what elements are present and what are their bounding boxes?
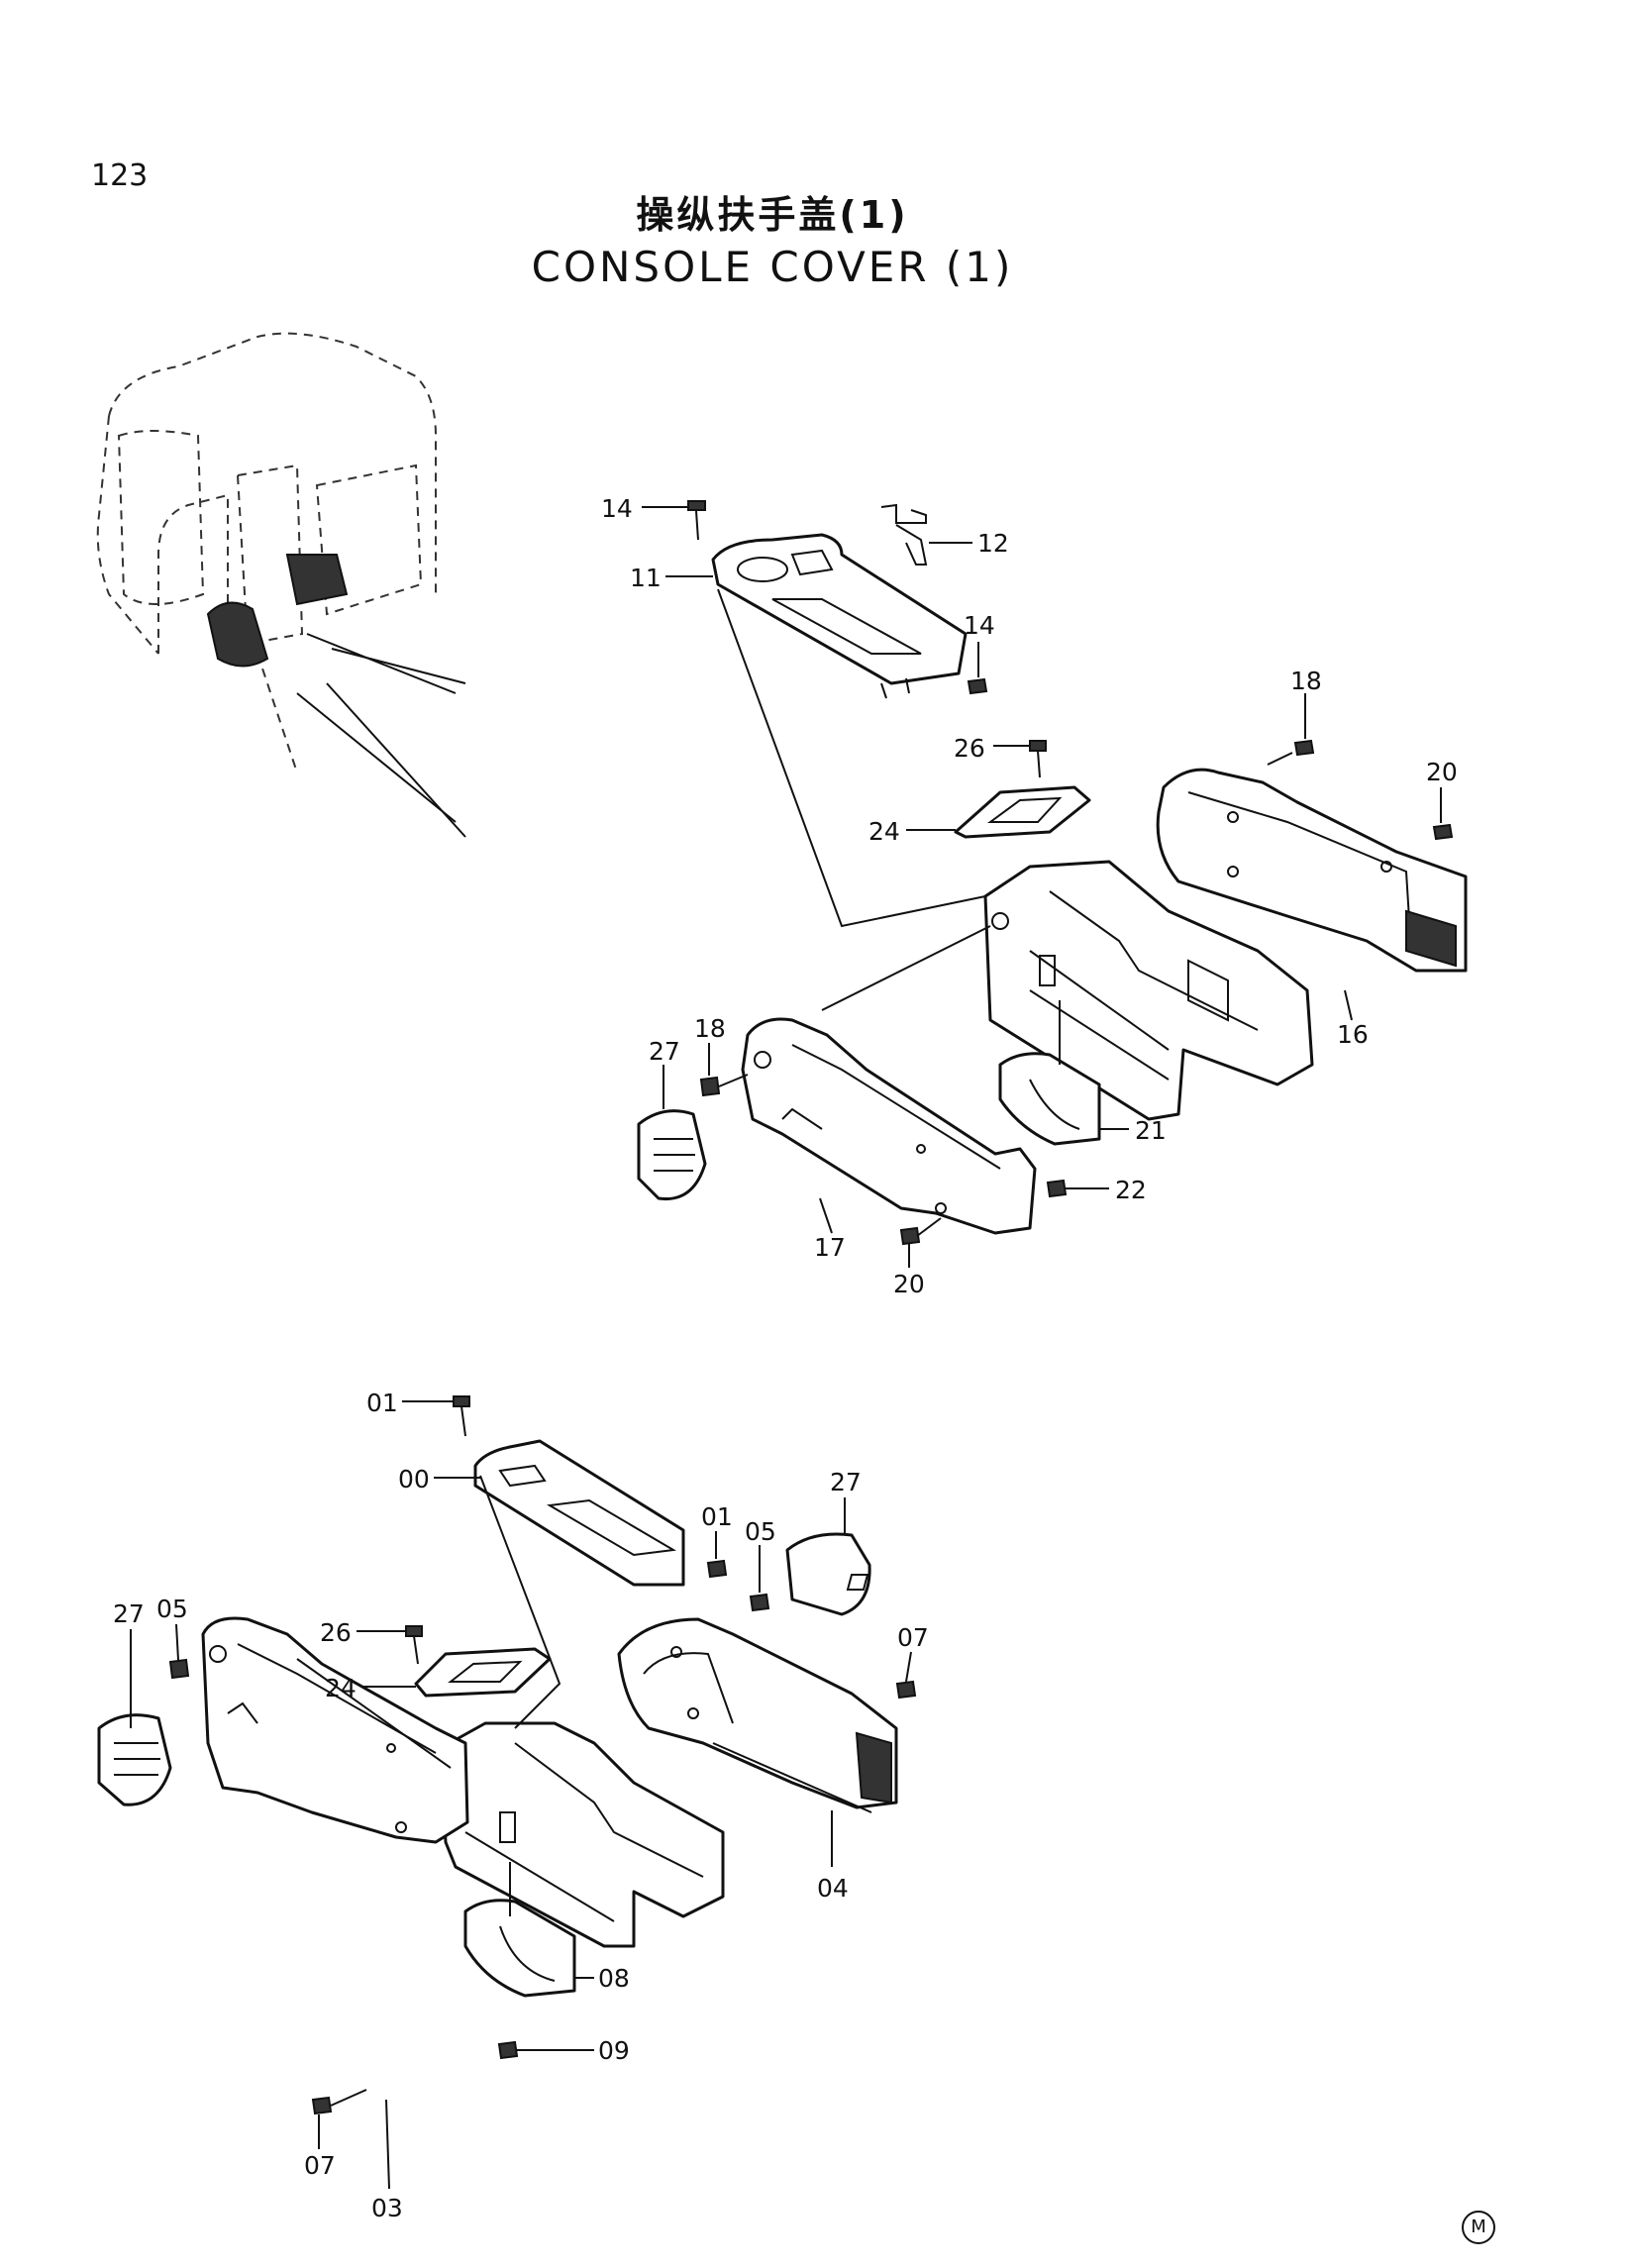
cab-overview-sketch (96, 332, 466, 838)
top-assembly (637, 500, 1468, 1246)
callout-labels: 14 12 11 14 18 20 26 24 16 18 27 21 22 1… (113, 494, 1458, 2222)
callout-27-top: 27 (649, 1037, 680, 1066)
callout-07-right: 07 (897, 1623, 929, 1652)
callout-24-top: 24 (868, 817, 900, 846)
callout-18-left: 18 (694, 1014, 726, 1043)
callout-leaders (130, 506, 1442, 2190)
callout-21: 21 (1135, 1116, 1167, 1145)
callout-00: 00 (398, 1465, 430, 1494)
callout-27-left: 27 (113, 1599, 145, 1628)
callout-07-left: 07 (304, 2151, 336, 2180)
title-chinese: 操纵扶手盖(1) (636, 193, 909, 237)
title-english: CONSOLE COVER (1) (531, 243, 1014, 291)
m-mark: M (1462, 2211, 1495, 2244)
callout-05-left: 05 (156, 1595, 188, 1623)
bottom-assembly (97, 1395, 917, 2115)
callout-26-top: 26 (954, 734, 985, 763)
callout-01-top: 01 (366, 1389, 398, 1417)
callout-14-right: 14 (964, 611, 995, 640)
callout-01-right: 01 (701, 1502, 733, 1531)
callout-18-right: 18 (1290, 667, 1322, 695)
callout-26-bottom: 26 (320, 1618, 352, 1647)
callout-20-bottom: 20 (893, 1270, 925, 1298)
callout-11: 11 (630, 564, 662, 592)
callout-09: 09 (598, 2036, 630, 2065)
callout-22: 22 (1115, 1176, 1147, 1204)
callout-20-right: 20 (1426, 758, 1458, 786)
callout-24-bottom: 24 (325, 1674, 357, 1702)
callout-12: 12 (977, 529, 1009, 558)
callout-04: 04 (817, 1874, 849, 1903)
callout-17: 17 (814, 1233, 846, 1262)
page-number: 123 (91, 158, 149, 193)
callout-05-right: 05 (745, 1517, 776, 1546)
callout-03: 03 (371, 2194, 403, 2222)
callout-16: 16 (1337, 1020, 1369, 1049)
callout-14-top-left: 14 (601, 494, 633, 523)
callout-27-right: 27 (830, 1468, 862, 1496)
callout-08: 08 (598, 1964, 630, 1993)
